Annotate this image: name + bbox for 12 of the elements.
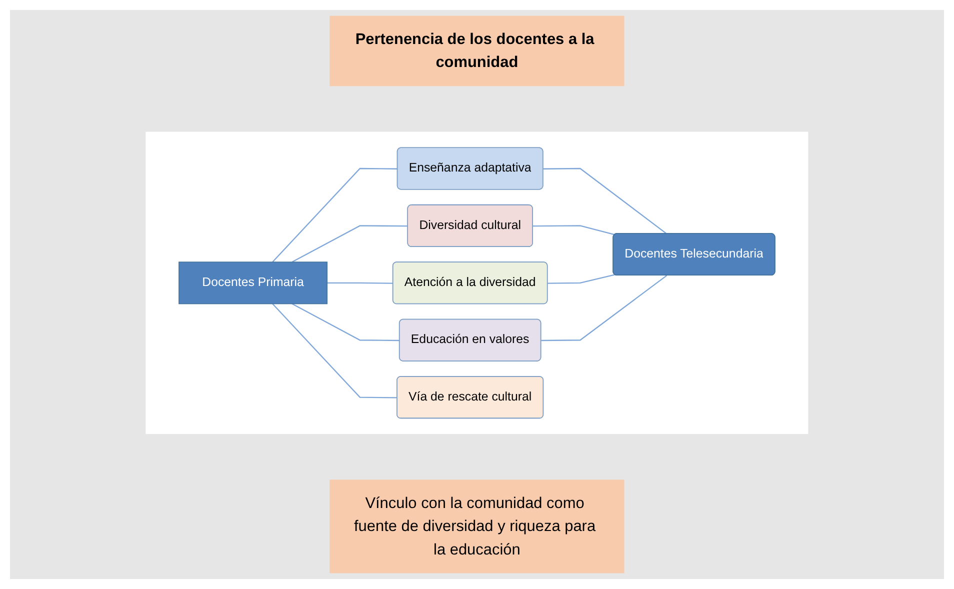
connector <box>272 303 398 398</box>
node-box: Docentes Primaria <box>178 262 328 304</box>
node-box: Pertenencia de los docentes a la comunidad <box>330 16 624 86</box>
connector <box>548 274 616 284</box>
connector <box>327 282 394 284</box>
connector <box>532 225 616 236</box>
connector <box>292 303 400 342</box>
node-box: Vínculo con la comunidad como fuente de diversidad y riqueza para la educación <box>330 480 624 574</box>
connector <box>541 275 668 342</box>
connector <box>272 168 398 262</box>
connector <box>543 168 668 234</box>
connector <box>292 225 408 263</box>
